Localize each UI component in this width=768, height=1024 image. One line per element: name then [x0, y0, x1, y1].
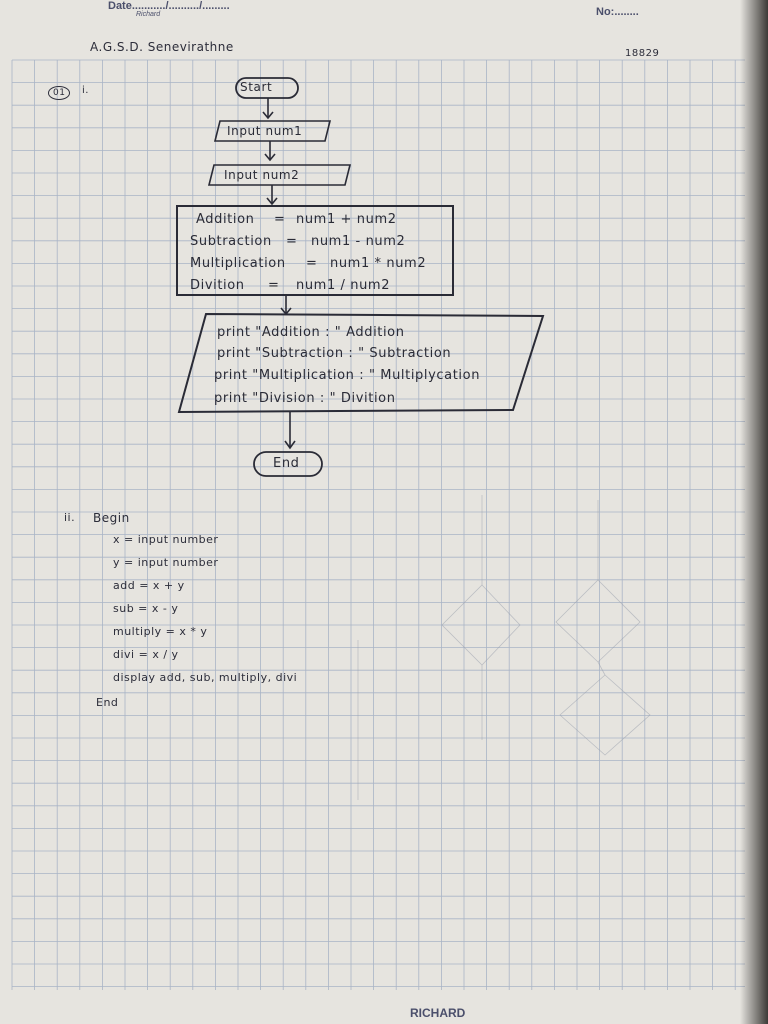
process-expr: num1 + num2 — [296, 212, 397, 227]
pseudocode-line: multiply = x * y — [113, 625, 208, 638]
student-name: A.G.S.D. Senevirathne — [90, 40, 234, 54]
pseudocode-line: x = input number — [113, 533, 219, 546]
input2-label: Input num2 — [224, 168, 300, 182]
part-two-label: ii. — [64, 511, 76, 524]
process-op: = — [274, 212, 286, 227]
end-terminal — [253, 451, 323, 477]
process-name-multiplication: Multiplication — [190, 256, 286, 271]
number-label: No:........ — [596, 6, 639, 18]
pseudocode-line: display add, sub, multiply, divi — [113, 671, 298, 684]
footer-brand: RICHARD — [410, 1006, 466, 1020]
process-op: = — [306, 256, 318, 271]
process-op: = — [268, 278, 280, 293]
arrow-head — [266, 197, 278, 206]
output-parallelogram — [177, 312, 545, 414]
date-brand: Richard — [136, 11, 161, 18]
faint-pencil-sketch — [357, 495, 651, 800]
arrow-head — [284, 440, 296, 450]
pseudocode-line: sub = x - y — [113, 602, 179, 615]
process-expr: num1 / num2 — [296, 278, 391, 293]
pseudocode-end: End — [96, 696, 119, 709]
process-name-addition: Addition — [196, 212, 255, 227]
output-line-subtraction: print "Subtraction : " Subtraction — [217, 346, 452, 361]
pseudocode-line: add = x + y — [113, 579, 185, 592]
arrow-head — [262, 111, 274, 120]
arrow-head — [264, 153, 276, 162]
pseudocode-line: y = input number — [113, 556, 219, 569]
process-rectangle — [176, 205, 454, 296]
input1-label: Input num1 — [227, 124, 303, 138]
part-one-label: i. — [82, 85, 89, 96]
process-expr: num1 - num2 — [311, 234, 406, 249]
input2-parallelogram — [207, 164, 352, 186]
pseudocode-begin: Begin — [93, 511, 130, 525]
page-edge-shadow — [740, 0, 768, 1024]
process-name-subtraction: Subtraction — [190, 234, 272, 249]
start-label: Start — [240, 80, 273, 94]
start-terminal — [235, 77, 299, 99]
output-line-addition: print "Addition : " Addition — [217, 325, 405, 340]
question-number-circle: 01 — [48, 86, 71, 100]
process-name-division: Divition — [190, 278, 245, 293]
input1-parallelogram — [213, 120, 332, 142]
page-number: 18829 — [625, 48, 660, 59]
output-line-division: print "Division : " Divition — [214, 391, 396, 406]
output-line-multiplication: print "Multiplication : " Multiplycation — [214, 368, 481, 383]
process-op: = — [286, 234, 298, 249]
process-expr: num1 * num2 — [330, 256, 427, 271]
date-label: Date.........../........../......... — [108, 0, 230, 12]
pseudocode-line: divi = x / y — [113, 648, 179, 661]
end-label: End — [273, 456, 300, 471]
